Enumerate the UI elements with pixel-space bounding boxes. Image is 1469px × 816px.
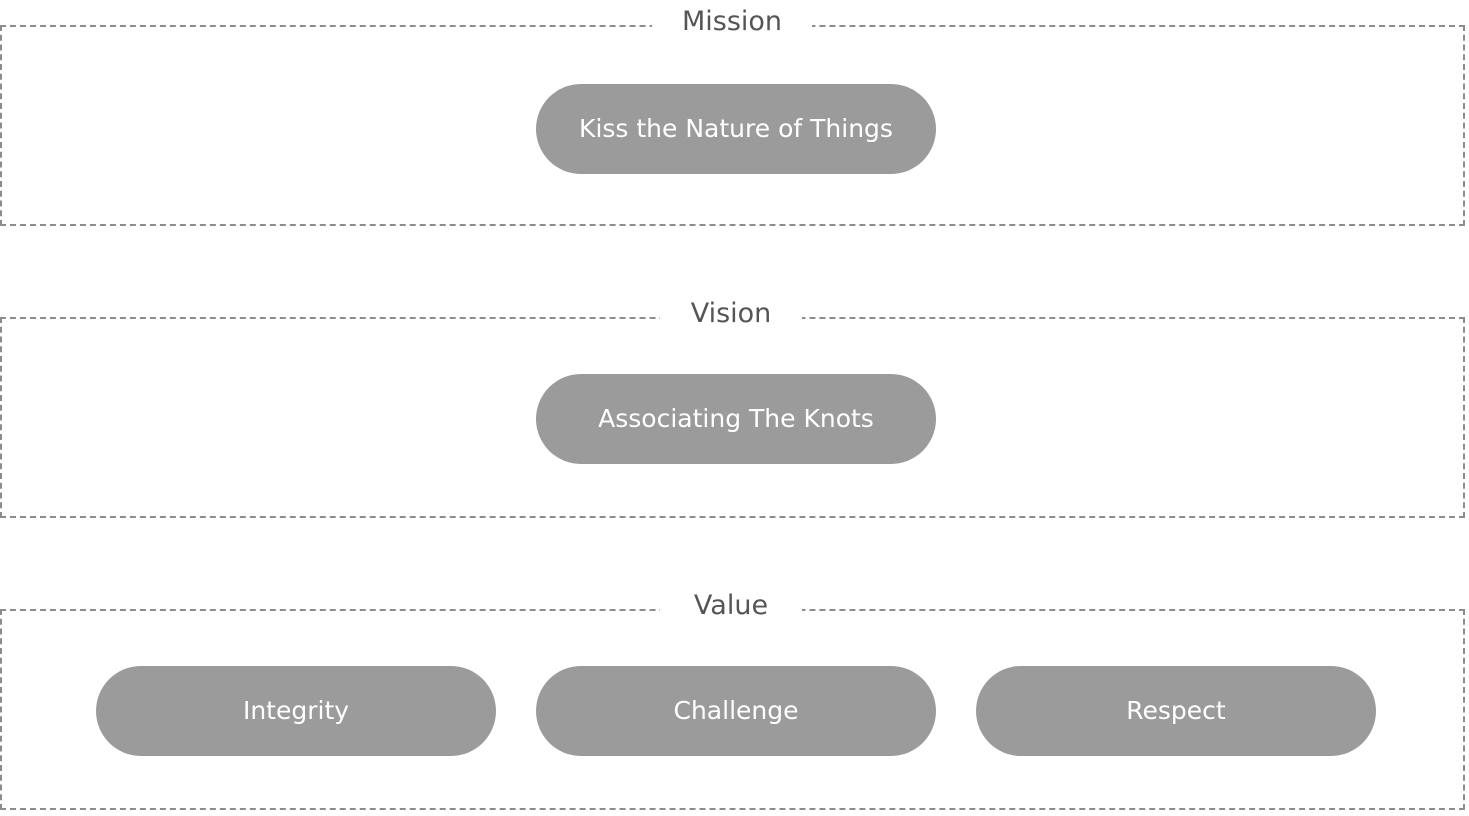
value-pill-challenge: Challenge [536, 666, 936, 756]
vision-title: Vision [660, 292, 802, 336]
mission-pill: Kiss the Nature of Things [536, 84, 936, 174]
value-section: Value Integrity Challenge Respect [0, 584, 1469, 814]
value-pill-integrity: Integrity [96, 666, 496, 756]
mission-title: Mission [652, 0, 812, 44]
vision-pill: Associating The Knots [536, 374, 936, 464]
vision-section: Vision Associating The Knots [0, 292, 1469, 522]
value-title: Value [660, 584, 802, 628]
value-pill-respect: Respect [976, 666, 1376, 756]
mission-section: Mission Kiss the Nature of Things [0, 0, 1469, 230]
